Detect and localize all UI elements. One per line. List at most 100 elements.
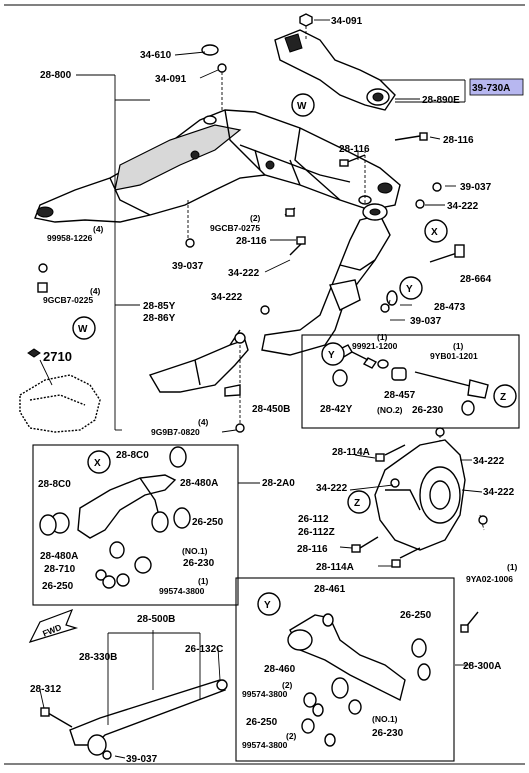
label-28-457: 28-457 [384,390,416,401]
label-28-300a: 28-300A [463,661,501,672]
callout-y3: Y [257,592,281,616]
label-28-330b: 28-330B [79,652,117,663]
label-28-116-d: 28-116 [297,544,328,555]
label-26-112z: 26-112Z [298,527,335,538]
svg-text:Y: Y [328,350,335,361]
label-no2-a: (NO.2) [377,405,403,415]
differential-mount [274,29,396,111]
knuckle-26-112 [351,427,488,633]
label-34-222-s: 34-222 [473,456,505,467]
label-34-222-r: 34-222 [447,201,479,212]
svg-text:X: X [431,227,438,238]
label-28-85y: 28-85Y [143,301,176,312]
label-26-230-b: 26-230 [183,558,215,569]
svg-text:Z: Z [354,498,360,509]
label-28-8c0-a: 28-8C0 [116,450,149,461]
label-26-250-d: 26-250 [246,717,278,728]
label-99921-1200: 99921-1200 [352,341,398,351]
label-26-132c: 26-132C [185,644,223,655]
label-28-480a-a: 28-480A [180,478,218,489]
label-28-890e: 28-890E [422,95,460,106]
label-9gcb7-0275: 9GCB7-0275 [210,223,260,233]
box-28-2a0 [32,444,239,606]
label-34-222-m: 34-222 [228,268,260,279]
label-34-222-t: 34-222 [316,483,348,494]
label-1-b: (1) [453,341,464,351]
svg-text:Z: Z [500,392,506,403]
label-26-250-a: 26-250 [192,517,224,528]
rear-subframe [34,109,401,223]
highlight-39-730a: 39-730A [469,78,524,96]
leader-lines [39,19,483,759]
label-28-116-b: 28-116 [443,135,474,146]
callout-y2: Y [321,342,345,366]
callout-y1: Y [399,276,423,300]
label-99574-3800-a: 99574-3800 [159,586,205,596]
label-28-2a0: 28-2A0 [262,478,295,489]
label-2710: 2710 [43,349,72,364]
label-1-a: (1) [377,332,388,342]
label-9ya02-1006: 9YA02-1006 [466,574,513,584]
label-4-b: (4) [90,286,101,296]
label-39-037-r: 39-037 [460,182,492,193]
label-34-610: 34-610 [140,50,172,61]
fwd-arrow: FWD [28,608,79,643]
label-26-112: 26-112 [298,514,329,525]
label-9g9b7-0820: 9G9B7-0820 [151,427,200,437]
label-26-230-a: 26-230 [412,405,444,416]
label-no1-a: (NO.1) [182,546,208,556]
label-28-710: 28-710 [44,564,76,575]
label-28-480a-b: 28-480A [40,551,78,562]
label-99958-1226: 99958-1226 [47,233,93,243]
label-28-473: 28-473 [434,302,466,313]
svg-text:X: X [94,458,101,469]
part-labels: 34-091 34-610 28-800 34-091 28-890E 28-1… [30,16,518,765]
label-28-114a-b: 28-114A [316,562,354,573]
svg-text:W: W [297,101,307,112]
trailing-link-28-500b [40,679,228,760]
box-28-300a [235,577,455,762]
label-99574-3800-b: 99574-3800 [242,689,288,699]
label-2-b: (2) [282,680,293,690]
svg-text:Y: Y [264,600,271,611]
callout-z2: Z [347,490,371,514]
box-28-450b [301,334,520,429]
lower-arm-28-300a [287,613,431,747]
label-28-800: 28-800 [40,70,72,81]
label-99574-3800-c: 99574-3800 [242,740,288,750]
nut-34-091-top [299,13,313,27]
label-2-a: (2) [250,213,261,223]
svg-text:39-730A: 39-730A [472,83,510,94]
label-no1-b: (NO.1) [372,714,398,724]
label-28-312: 28-312 [30,684,62,695]
svg-text:Y: Y [406,284,413,295]
lower-arm-28-85y [148,329,249,397]
label-34-091-top: 34-091 [331,16,363,27]
label-1-c: (1) [198,576,209,586]
label-28-114a-a: 28-114A [332,447,370,458]
nut-34-091-mid [217,63,227,73]
callout-x2: X [87,450,111,474]
bolt-group [37,132,465,433]
label-34-091-mid: 34-091 [155,74,187,85]
label-28-450b: 28-450B [252,404,290,415]
label-26-250-b: 26-250 [42,581,74,592]
callout-z1: Z [493,384,517,408]
callout-x1: X [424,219,448,243]
label-9gcb7-0225: 9GCB7-0225 [43,295,93,305]
label-28-8c0-b: 28-8C0 [38,479,71,490]
label-4-c: (4) [198,417,209,427]
label-28-460: 28-460 [264,664,296,675]
label-28-116-a: 28-116 [339,144,370,155]
label-28-461: 28-461 [314,584,346,595]
label-39-037-b: 39-037 [126,754,158,765]
label-28-86y: 28-86Y [143,313,176,324]
bushing-34-610 [201,44,219,56]
label-1-d: (1) [507,562,518,572]
label-28-116-c: 28-116 [236,236,267,247]
label-34-222-u: 34-222 [483,487,515,498]
label-26-250-c: 26-250 [400,610,432,621]
callout-w2: W [72,316,96,340]
